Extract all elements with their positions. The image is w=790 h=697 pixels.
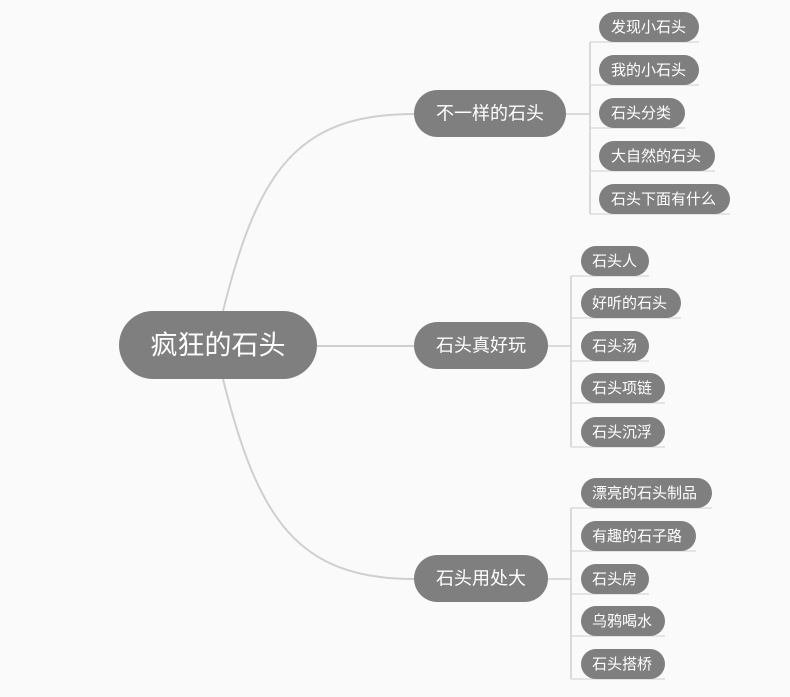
root-connector-1 [222,113,415,312]
leaf-node-label: 石头汤 [592,337,637,355]
leaf-node[interactable]: 有趣的石子路 [581,521,696,551]
branch-node-label: 石头用处大 [436,569,526,590]
leaf-node-label: 我的小石头 [611,61,686,79]
leaf-node[interactable]: 石头沉浮 [581,417,665,447]
leaf-node-label: 漂亮的石头制品 [592,484,697,502]
leaf-node-label: 大自然的石头 [611,147,701,165]
leaf-node[interactable]: 石头分类 [599,98,685,128]
leaf-node[interactable]: 漂亮的石头制品 [581,478,712,508]
leaf-node[interactable]: 石头房 [581,564,649,594]
leaf-node[interactable]: 大自然的石头 [599,141,715,171]
leaf-node-label: 石头搭桥 [592,655,652,673]
branch-node-3[interactable]: 石头用处大 [414,555,548,602]
leaf-node-label: 石头房 [592,570,637,588]
leaf-node-label: 乌鸦喝水 [592,612,652,630]
leaf-node[interactable]: 好听的石头 [581,288,681,318]
branch-node-1[interactable]: 不一样的石头 [414,90,566,137]
leaf-node[interactable]: 石头汤 [581,331,649,361]
branch-node-label: 石头真好玩 [436,336,526,357]
leaf-node-label: 石头项链 [592,379,652,397]
root-node-label: 疯狂的石头 [151,331,286,362]
leaf-node-label: 有趣的石子路 [592,527,682,545]
leaf-node[interactable]: 我的小石头 [599,55,699,85]
leaf-node-label: 好听的石头 [592,294,667,312]
root-connector-3 [222,378,415,580]
branch-node-label: 不一样的石头 [436,104,544,125]
leaf-node-label: 石头沉浮 [592,423,652,441]
leaf-node[interactable]: 石头项链 [581,373,665,403]
root-node[interactable]: 疯狂的石头 [119,311,317,379]
leaf-node[interactable]: 石头人 [581,246,649,276]
leaf-node[interactable]: 乌鸦喝水 [581,606,665,636]
leaf-node[interactable]: 石头下面有什么 [599,184,730,214]
leaf-node-label: 石头下面有什么 [611,190,716,208]
leaf-node[interactable]: 发现小石头 [599,12,699,42]
branch-node-2[interactable]: 石头真好玩 [414,322,548,369]
leaf-node-label: 发现小石头 [611,18,686,36]
leaf-node[interactable]: 石头搭桥 [581,649,665,679]
leaf-node-label: 石头分类 [611,104,671,122]
leaf-node-label: 石头人 [592,252,637,270]
